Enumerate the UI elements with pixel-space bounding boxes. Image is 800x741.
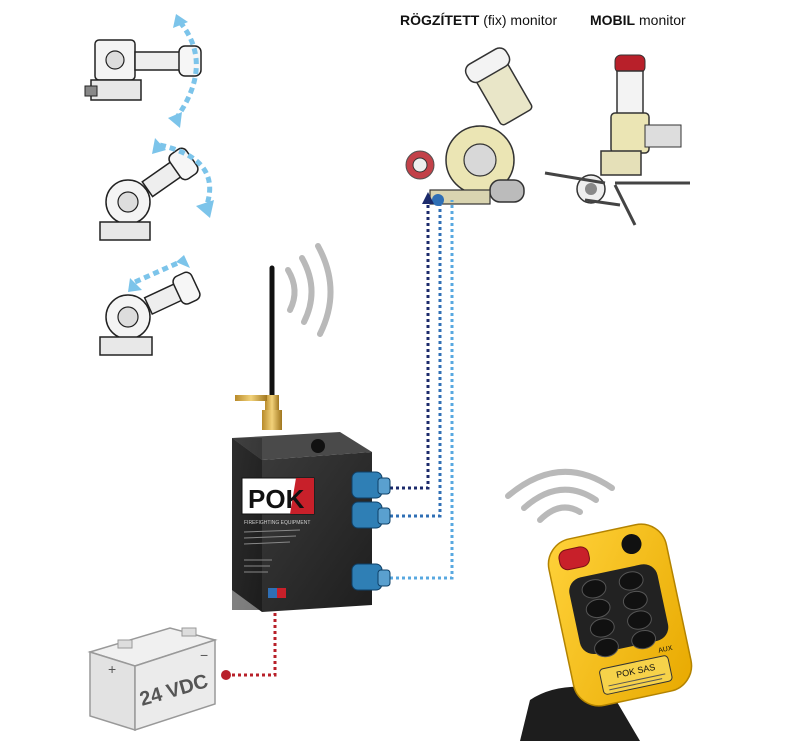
rotation-arrow-icon <box>172 20 199 122</box>
antenna-icon <box>235 265 282 430</box>
monitor-rotation-horizontal <box>84 14 202 128</box>
mobile-monitor-label-rest: monitor <box>635 12 686 28</box>
logo-text: POK <box>248 484 305 514</box>
battery-icon: + − 24 VDC <box>87 627 218 732</box>
mobile-monitor-label-bold: MOBIL <box>590 12 636 28</box>
logo-subtext: FIREFIGHTING EQUIPMENT <box>244 520 310 526</box>
fixed-monitor-label: RÖGZÍTETT (fix) monitor <box>400 12 557 28</box>
rotation-arrow-icon <box>133 259 182 285</box>
wifi-waves-icon <box>505 468 615 523</box>
rotation-arrow-icon <box>159 142 213 211</box>
mobile-monitor-label: MOBIL monitor <box>590 12 686 28</box>
cable-gland-2 <box>351 501 391 529</box>
fixed-monitor <box>405 47 533 206</box>
monitor-icon <box>99 271 201 356</box>
remote-aux-label: AUX <box>658 645 674 655</box>
pok-logo: POK FIREFIGHTING EQUIPMENT <box>241 477 315 526</box>
remote-control-icon: AUX POK SAS <box>505 468 693 741</box>
fixed-monitor-label-rest: (fix) monitor <box>479 12 558 28</box>
monitor-telescopic-move <box>99 255 201 356</box>
mobile-monitor <box>544 54 690 226</box>
battery-minus: − <box>200 647 208 663</box>
wifi-waves-icon <box>285 243 334 337</box>
signal-line-light <box>390 200 454 580</box>
battery-plus: + <box>108 661 116 677</box>
monitor-rotation-vertical <box>99 138 214 241</box>
fixed-monitor-label-bold: RÖGZÍTETT <box>400 12 480 28</box>
cable-gland-1 <box>351 471 391 499</box>
power-line-endpoint <box>221 670 231 680</box>
remote-buttons <box>581 571 657 658</box>
monitor-icon <box>99 147 199 241</box>
receiver-unit: POK FIREFIGHTING EQUIPMENT <box>232 243 391 612</box>
power-line <box>226 598 277 677</box>
monitor-icon <box>84 39 202 101</box>
signal-line-dark <box>390 200 430 490</box>
signal-line-mid <box>390 200 442 518</box>
control-lines <box>226 200 454 677</box>
cable-gland-3 <box>351 563 391 591</box>
fine-print <box>243 529 301 573</box>
